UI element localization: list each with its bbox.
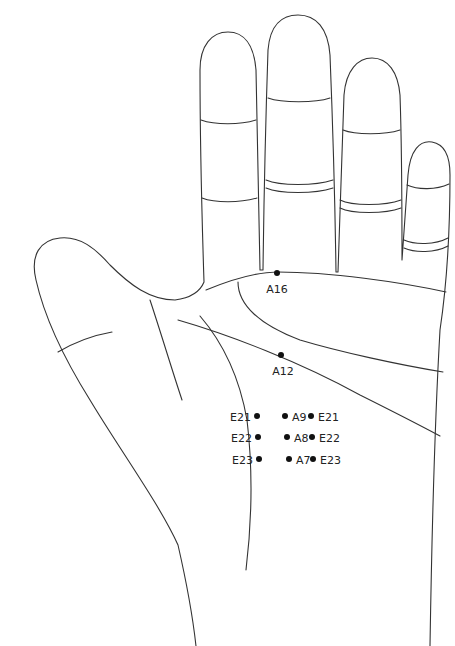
- point-label: A9: [291, 411, 308, 424]
- point-label: A12: [271, 365, 295, 378]
- finger-crease: [343, 130, 400, 134]
- heart-line: [238, 282, 443, 372]
- hand-outline: [34, 15, 450, 646]
- finger-crease: [404, 246, 448, 252]
- palm-base-line: [206, 272, 446, 292]
- point-dot: [308, 413, 314, 419]
- finger-crease: [268, 98, 330, 102]
- finger-crease: [266, 188, 333, 193]
- point-label: E22: [318, 432, 341, 445]
- finger-crease: [266, 180, 333, 185]
- finger-crease: [404, 238, 448, 244]
- finger-crease: [202, 198, 257, 202]
- point-label: E21: [229, 411, 252, 424]
- point-label: E21: [317, 411, 340, 424]
- point-dot: [255, 434, 261, 440]
- point-dot: [256, 456, 262, 462]
- point-label: A16: [265, 283, 289, 296]
- point-dot: [286, 456, 292, 462]
- point-dot: [309, 434, 315, 440]
- finger-crease: [340, 200, 401, 205]
- point-label: A8: [293, 432, 310, 445]
- thumb-crease: [150, 300, 182, 400]
- point-label: A7: [295, 454, 312, 467]
- point-label: E22: [230, 432, 253, 445]
- point-dot: [274, 270, 280, 276]
- point-label: E23: [231, 454, 254, 467]
- point-dot: [278, 352, 284, 358]
- point-dot: [282, 413, 288, 419]
- finger-crease: [340, 208, 401, 213]
- finger-crease: [407, 184, 449, 189]
- point-dot: [310, 456, 316, 462]
- finger-crease: [201, 120, 256, 124]
- point-dot: [284, 434, 290, 440]
- head-line: [178, 320, 440, 436]
- point-dot: [254, 413, 260, 419]
- thumb-crease: [58, 332, 112, 352]
- point-label: E23: [319, 454, 342, 467]
